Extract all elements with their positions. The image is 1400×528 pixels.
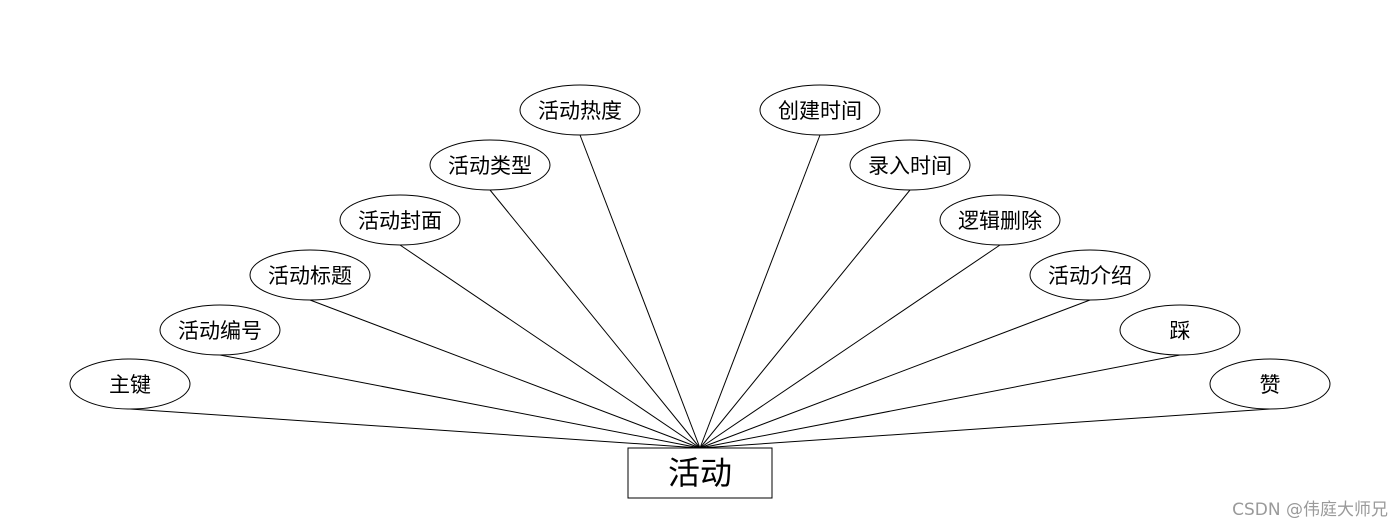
connector-logical-delete — [699, 244, 1001, 449]
attribute-label: 活动编号 — [178, 319, 262, 343]
attribute-label: 踩 — [1170, 319, 1191, 343]
attribute-ellipse — [69, 358, 191, 410]
attribute-primary-key: 主键 — [69, 358, 191, 410]
attribute-ellipse — [339, 194, 461, 246]
attribute-ellipse — [249, 249, 371, 301]
connector-activity-cover — [399, 244, 701, 449]
entity-label: 活动 — [668, 454, 732, 492]
attribute-activity-type: 活动类型 — [429, 139, 551, 191]
attribute-activity-intro: 活动介绍 — [1029, 249, 1151, 301]
attribute-label: 活动介绍 — [1048, 264, 1132, 288]
attribute-created-time: 创建时间 — [759, 84, 881, 136]
attribute-label: 赞 — [1260, 373, 1281, 397]
connector-lines — [129, 134, 1271, 449]
connector-activity-intro — [699, 299, 1091, 449]
connector-created-time — [699, 134, 821, 449]
connector-activity-type — [489, 189, 701, 449]
attribute-ellipse — [849, 139, 971, 191]
attribute-label: 逻辑删除 — [958, 209, 1042, 233]
attribute-label: 主键 — [109, 373, 151, 397]
attribute-label: 活动封面 — [358, 209, 442, 233]
attribute-ellipse — [519, 84, 641, 136]
attribute-ellipse — [1119, 304, 1241, 356]
connector-activity-heat — [579, 134, 701, 449]
connector-activity-title — [309, 299, 701, 449]
connector-entry-time — [699, 189, 911, 449]
connector-like — [699, 408, 1271, 449]
attribute-label: 活动热度 — [538, 99, 622, 123]
attribute-label: 活动标题 — [268, 264, 352, 288]
connector-activity-number — [219, 354, 701, 449]
attribute-activity-title: 活动标题 — [249, 249, 371, 301]
attribute-label: 录入时间 — [868, 154, 952, 178]
attribute-ellipse — [1029, 249, 1151, 301]
attribute-activity-number: 活动编号 — [159, 304, 281, 356]
attribute-dislike: 踩 — [1119, 304, 1241, 356]
attribute-logical-delete: 逻辑删除 — [939, 194, 1061, 246]
attribute-activity-cover: 活动封面 — [339, 194, 461, 246]
entity-box — [627, 447, 773, 499]
attribute-label: 活动类型 — [448, 154, 532, 178]
connector-dislike — [699, 354, 1181, 449]
attribute-activity-heat: 活动热度 — [519, 84, 641, 136]
attribute-ellipse — [159, 304, 281, 356]
attribute-entry-time: 录入时间 — [849, 139, 971, 191]
attribute-ellipse — [939, 194, 1061, 246]
attribute-like: 赞 — [1209, 358, 1331, 410]
entity-node: 活动 — [627, 447, 773, 499]
watermark: CSDN @伟庭大师兄 — [1232, 500, 1388, 520]
attribute-ellipse — [759, 84, 881, 136]
attribute-label: 创建时间 — [778, 99, 862, 123]
attribute-ellipse — [429, 139, 551, 191]
attribute-ellipse — [1209, 358, 1331, 410]
connector-primary-key — [129, 408, 701, 449]
